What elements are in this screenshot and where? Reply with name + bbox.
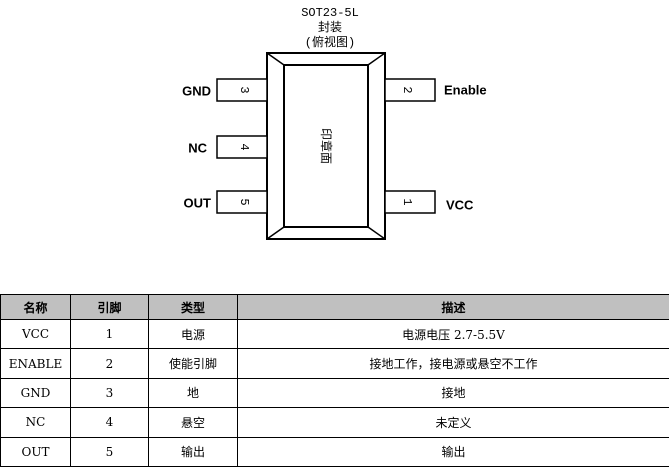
package-outline: 3 4 5 2 1 GND NC OUT Enable VCC 印章面 xyxy=(182,52,487,240)
pin-label-out: OUT xyxy=(184,196,212,211)
cell-name: ENABLE xyxy=(0,348,71,379)
pin-number-3: 3 xyxy=(237,86,251,93)
pin-label-vcc: VCC xyxy=(446,198,474,213)
cell-pin: 4 xyxy=(70,407,149,438)
pin-3-lead xyxy=(216,78,268,102)
cell-pin: 5 xyxy=(70,436,149,467)
cell-name: NC xyxy=(0,407,71,438)
header-pin: 引脚 xyxy=(70,294,149,320)
cell-description: 输出 xyxy=(237,436,669,467)
pin-number-1: 1 xyxy=(400,198,414,205)
cell-type: 悬空 xyxy=(148,407,238,438)
cell-name: OUT xyxy=(0,436,71,467)
cell-type: 输出 xyxy=(148,436,238,467)
marking-face-label: 印章面 xyxy=(319,128,334,164)
header-description: 描述 xyxy=(237,294,669,320)
package-name: SOT23-5L xyxy=(301,6,359,20)
pin-number-5: 5 xyxy=(237,198,251,205)
table-row: ENABLE 2 使能引脚 接地工作，接电源或悬空不工作 xyxy=(0,348,669,379)
pin-number-4: 4 xyxy=(237,143,251,150)
cell-description: 电源电压 2.7-5.5V xyxy=(237,318,669,350)
pin-1-lead xyxy=(384,190,436,214)
table-row: OUT 5 输出 输出 xyxy=(0,436,669,467)
table-row: NC 4 悬空 未定义 xyxy=(0,407,669,438)
pin-label-nc: NC xyxy=(188,141,207,156)
cell-pin: 3 xyxy=(70,377,149,409)
package-inner-face xyxy=(283,64,369,228)
cell-description: 接地 xyxy=(237,377,669,409)
header-type: 类型 xyxy=(148,294,238,320)
package-diagram: SOT23-5L 封装 (俯视图) 3 4 5 2 1 GND NC OUT E… xyxy=(182,6,487,240)
header-name: 名称 xyxy=(0,294,71,320)
package-type-label: 封装 xyxy=(317,21,342,35)
package-view-label: (俯视图) xyxy=(304,36,356,50)
cell-type: 地 xyxy=(148,377,238,409)
cell-type: 使能引脚 xyxy=(148,348,238,379)
cell-type: 电源 xyxy=(148,318,238,350)
pin-label-enable: Enable xyxy=(444,83,487,98)
table-header-row: 名称 引脚 类型 描述 xyxy=(0,294,669,320)
cell-pin: 1 xyxy=(70,318,149,350)
table-row: GND 3 地 接地 xyxy=(0,377,669,409)
table-row: VCC 1 电源 电源电压 2.7-5.5V xyxy=(0,318,669,350)
pin-4-lead xyxy=(216,135,268,159)
cell-pin: 2 xyxy=(70,348,149,379)
pin-label-gnd: GND xyxy=(182,84,211,99)
pin-2-lead xyxy=(384,78,436,102)
pin-number-2: 2 xyxy=(400,86,414,93)
pin-5-lead xyxy=(216,190,268,214)
pin-description-table: 名称 引脚 类型 描述 VCC 1 电源 电源电压 2.7-5.5V ENABL… xyxy=(0,294,669,467)
cell-name: VCC xyxy=(0,318,71,350)
cell-description: 未定义 xyxy=(237,407,669,438)
cell-name: GND xyxy=(0,377,71,409)
cell-description: 接地工作，接电源或悬空不工作 xyxy=(237,348,669,379)
